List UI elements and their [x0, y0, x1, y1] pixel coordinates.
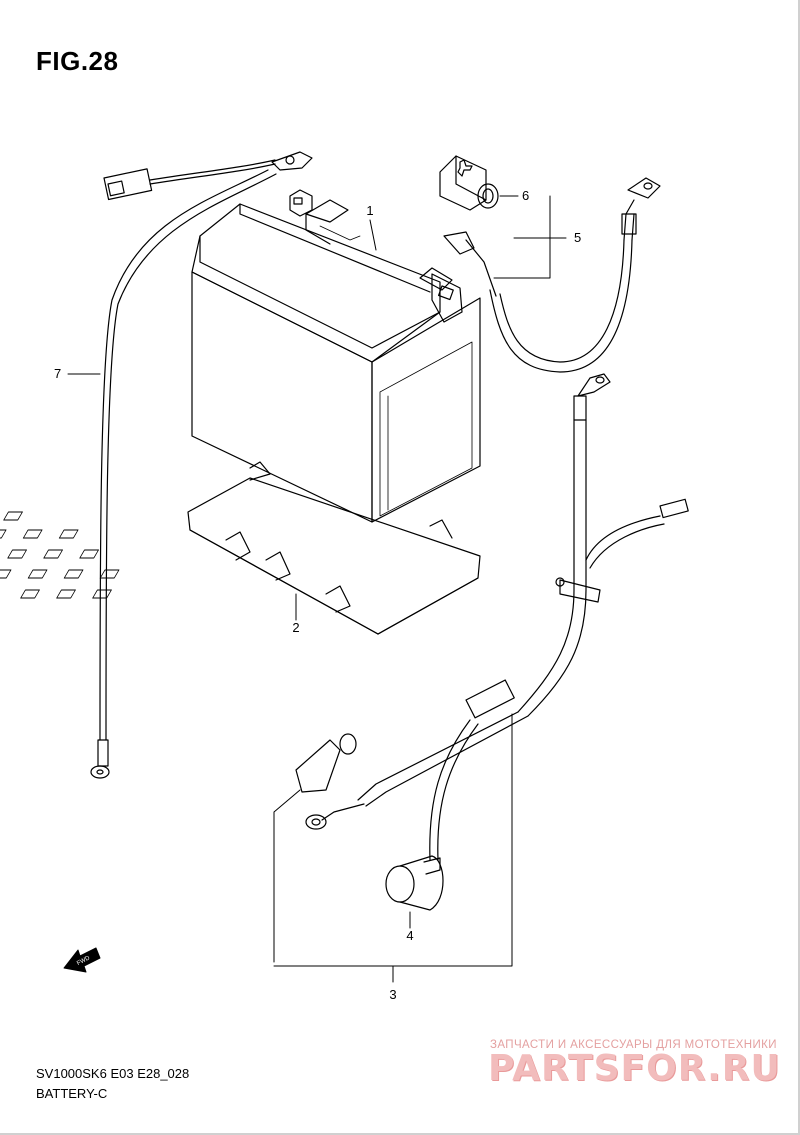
- callout-2: 2: [292, 620, 299, 635]
- part-2-battery-tray[interactable]: [0, 461, 481, 635]
- leader-lines: [67, 195, 567, 983]
- watermark-subtitle: ЗАПЧАСТИ И АКСЕССУАРЫ ДЛЯ МОТОТЕХНИКИ: [490, 1039, 777, 1051]
- figure-code: SV1000SK6 E03 E28_028: [36, 1066, 190, 1081]
- callout-5: 5: [574, 230, 581, 245]
- callout-labels: 1 2 3 4 5 6 7: [54, 188, 581, 1002]
- part-3-negative-cable[interactable]: [295, 373, 689, 861]
- leader-1: [369, 219, 377, 251]
- part-1-battery[interactable]: [191, 189, 481, 523]
- callout-4: 4: [406, 928, 413, 943]
- leader-5-top: [513, 195, 551, 239]
- leader-3-right: [273, 713, 513, 967]
- forward-arrow-icon: FWD: [63, 947, 101, 973]
- leader-3-left: [273, 789, 301, 963]
- part-4-rubber-boot[interactable]: [385, 855, 444, 911]
- figure-title: FIG.28: [36, 46, 119, 76]
- callout-7: 7: [54, 366, 61, 381]
- callout-6: 6: [522, 188, 529, 203]
- callout-1: 1: [366, 203, 373, 218]
- figure-name: BATTERY-C: [36, 1086, 108, 1101]
- leader-5-bottom: [493, 237, 551, 279]
- part-6-terminal-cover[interactable]: [439, 155, 499, 211]
- callout-3: 3: [389, 987, 396, 1002]
- watermark-logo[interactable]: PARTSFOR.RU: [488, 1048, 781, 1089]
- part-7-lead-wire[interactable]: [90, 151, 313, 779]
- part-5-positive-cable[interactable]: [443, 177, 661, 373]
